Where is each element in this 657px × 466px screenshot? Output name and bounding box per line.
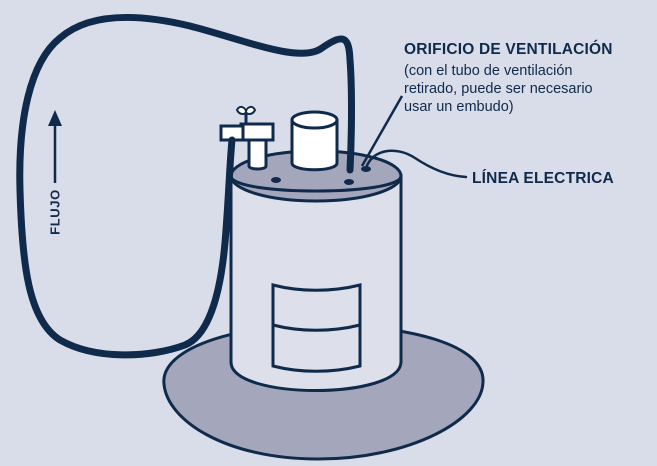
tank-top-hole: [344, 179, 354, 185]
vent-description-line: usar un embudo): [404, 99, 514, 115]
flow-hose: [16, 14, 355, 359]
vent-description-line: (con el tubo de ventilación: [404, 63, 573, 79]
vent-description-line: retirado, puede ser necesario: [404, 81, 593, 97]
flow-label: FLUJO: [47, 189, 63, 235]
electric-line-label: LÍNEA ELECTRICA: [472, 170, 614, 187]
electric-line-cable: [364, 149, 468, 179]
vent-title: ORIFICIO DE VENTILACIÓN: [404, 41, 613, 58]
vent-description: (con el tubo de ventilación retirado, pu…: [404, 62, 593, 116]
access-panel-divider: [272, 323, 361, 332]
vent-pointer-line: [360, 95, 404, 167]
tank-top-front: [229, 175, 403, 193]
top-fitting: [290, 120, 339, 172]
top-fitting-cap: [290, 110, 339, 130]
access-panel: [271, 283, 362, 373]
tank-top-hole: [271, 177, 281, 183]
flow-arrow: [48, 110, 62, 183]
valve: [219, 105, 275, 171]
